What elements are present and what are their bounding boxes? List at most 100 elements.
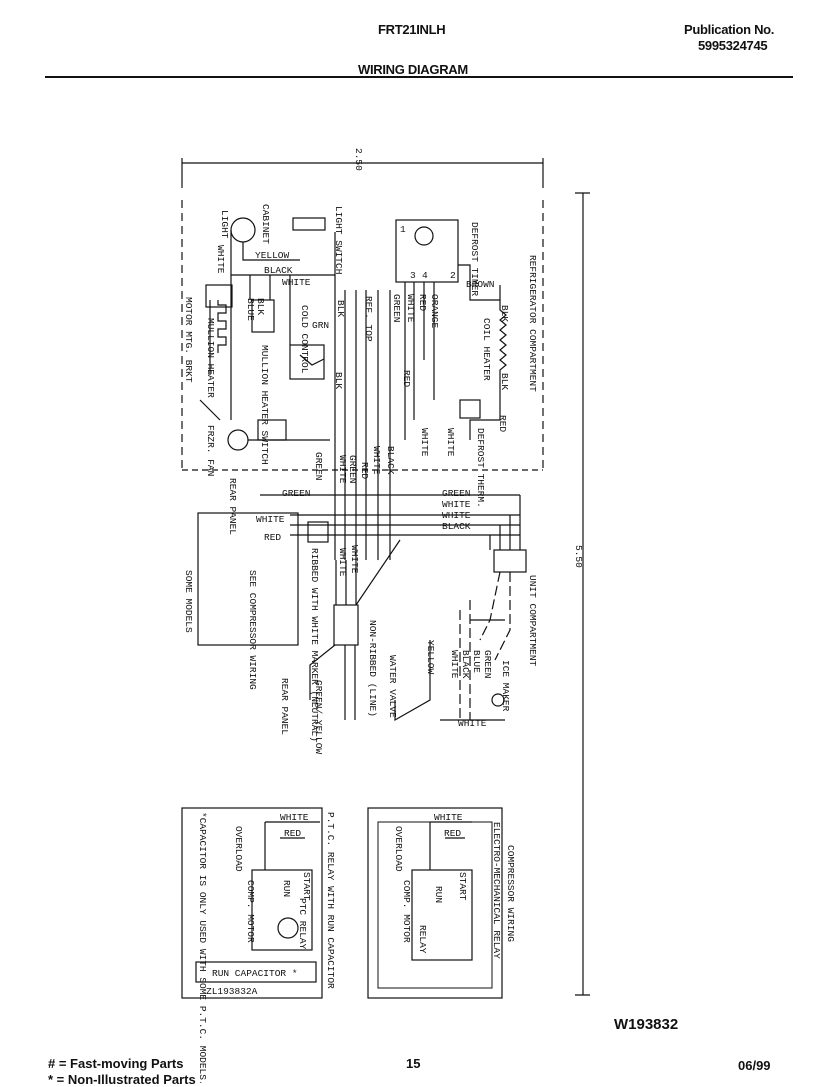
timer-terminal-3: 3 <box>410 270 416 281</box>
wire-green-3: GREEN <box>347 455 358 484</box>
wire-white-8: WHITE <box>442 499 471 510</box>
wire-white-1: WHITE <box>215 245 226 274</box>
ref-top-label: REF. TOP <box>363 296 374 342</box>
legend-fast-moving: # = Fast-moving Parts <box>48 1056 184 1071</box>
footer-date: 06/99 <box>738 1058 771 1073</box>
mullion-heater-switch-label: MULLION HEATER SWITCH <box>259 345 270 465</box>
defrost-timer-label: DEFROST TIMER <box>469 222 480 296</box>
timer-terminal-2: 2 <box>450 270 456 281</box>
dim-side-label: 5.50 <box>573 545 584 568</box>
ptc-relay-label: PTC RELAY <box>297 898 308 950</box>
timer-terminal-1: 1 <box>400 224 406 235</box>
wire-green-1: GREEN <box>391 294 402 323</box>
wire-red-5: RED <box>264 532 281 543</box>
wire-white-7: WHITE <box>371 446 382 475</box>
mullion-heater-label: MULLION HEATER <box>205 318 216 398</box>
ice-maker-label: ICE MAKER <box>500 660 511 712</box>
wire-orange: ORANGE <box>429 294 440 329</box>
legend-non-illustrated: * = Non-Illustrated Parts <box>48 1072 196 1087</box>
see-compressor-wiring-label: SEE COMPRESSOR WIRING <box>247 570 258 690</box>
em-white: WHITE <box>434 812 463 823</box>
wire-white-6: WHITE <box>337 455 348 484</box>
wire-red-2: RED <box>417 294 428 311</box>
wire-yellow-2: YELLOW <box>425 640 436 675</box>
water-valve-label: WATER VALVE <box>387 655 398 718</box>
section-title: WIRING DIAGRAM <box>358 62 468 77</box>
wire-blk-2: BLK <box>499 373 510 390</box>
refrigerator-compartment-label: REFRIGERATOR COMPARTMENT <box>527 255 538 392</box>
dim-side-line <box>575 192 590 996</box>
ptc-red: RED <box>284 828 301 839</box>
ptc-start: START <box>301 872 312 901</box>
defrost-therm <box>459 399 481 419</box>
page-number: 15 <box>406 1056 421 1071</box>
header-rule <box>45 76 793 78</box>
ptc-code: ZL193832A <box>206 986 258 997</box>
coil-heater-label: COIL HEATER <box>481 318 492 381</box>
wire-black-2: BLACK <box>385 446 396 475</box>
light-switch-label: LIGHT SWITCH <box>333 206 344 274</box>
wire-blue-2: BLUE <box>471 650 482 673</box>
em-run: RUN <box>433 886 444 903</box>
compressor-box <box>197 512 299 646</box>
ptc-overload: OVERLOAD <box>233 826 244 872</box>
ptc-run: RUN <box>281 880 292 897</box>
figure-number: W193832 <box>614 1016 679 1033</box>
ptc-white: WHITE <box>280 812 309 823</box>
rear-panel-label: REAR PANEL <box>227 478 238 535</box>
wire-green-5: GREEN <box>442 488 471 499</box>
cold-control <box>289 344 325 380</box>
wire-black-4: BLACK <box>460 650 471 679</box>
wire-black-3: BLACK <box>442 521 471 532</box>
ribbed-white-marker-label: RIBBED WITH WHITE MARKER (NEUTRAL) <box>309 548 320 742</box>
wire-green-yellow: GREEN/ YELLOW <box>313 680 324 754</box>
wire-blue: BLUE <box>245 298 256 321</box>
light-switch-symbol <box>292 217 326 231</box>
em-title-1: COMPRESSOR WIRING <box>505 845 516 942</box>
wire-white-5: WHITE <box>445 428 456 457</box>
wire-black-1: BLACK <box>264 265 293 276</box>
defrost-timer-box <box>395 219 459 283</box>
wire-red-4: RED <box>359 462 370 479</box>
wire-white-14: WHITE <box>458 718 487 729</box>
wire-grn: GRN <box>312 320 329 331</box>
non-ribbed-line-label: NON-RIBBED (LINE) <box>367 620 378 717</box>
wire-white-2: WHITE <box>282 277 311 288</box>
ptc-panel-title: P.T.C. RELAY WITH RUN CAPACITOR <box>325 812 336 989</box>
em-panel <box>367 807 503 999</box>
wire-white-13: WHITE <box>449 650 460 679</box>
rear-panel-2-label: REAR PANEL <box>279 678 290 735</box>
em-comp-motor: COMP. MOTOR <box>401 880 412 943</box>
ptc-panel <box>181 807 323 999</box>
wire-white-3: WHITE <box>405 294 416 323</box>
wire-blk-3: BLK <box>255 298 266 315</box>
light-label: LIGHT <box>219 210 230 239</box>
wire-yellow: YELLOW <box>255 250 290 261</box>
dim-top-line <box>181 158 544 188</box>
water-valve-wires <box>394 640 431 722</box>
freezer-fan <box>227 429 249 451</box>
wire-red-3: RED <box>401 370 412 387</box>
some-models-label: SOME MODELS <box>183 570 194 633</box>
wire-blk-4: BLK <box>335 300 346 317</box>
wire-white-9: WHITE <box>442 510 471 521</box>
defrost-therm-label: DEFROST THERM. <box>475 428 486 508</box>
mullion-heater <box>209 300 227 375</box>
harness <box>334 275 391 560</box>
wire-white-4: WHITE <box>419 428 430 457</box>
dim-top-label: 2.50 <box>353 148 364 171</box>
unit-plug <box>493 549 527 573</box>
ptc-note: *CAPACITOR IS ONLY USED WITH SOME P.T.C.… <box>197 812 208 1083</box>
light-bulb <box>230 217 256 243</box>
cold-control-label: COLD CONTROL <box>299 305 310 374</box>
wire-white-11: WHITE <box>337 548 348 577</box>
publication-number: 5995324745 <box>698 38 768 53</box>
ptc-run-capacitor: RUN CAPACITOR * <box>212 968 298 979</box>
em-title-2: ELECTRO-MECHANICAL RELAY <box>491 822 502 959</box>
timer-terminal-4: 4 <box>422 270 428 281</box>
wire-blk-5: BLK <box>333 372 344 389</box>
publication-label: Publication No. <box>684 22 775 37</box>
em-red: RED <box>444 828 461 839</box>
em-overload: OVERLOAD <box>393 826 404 872</box>
